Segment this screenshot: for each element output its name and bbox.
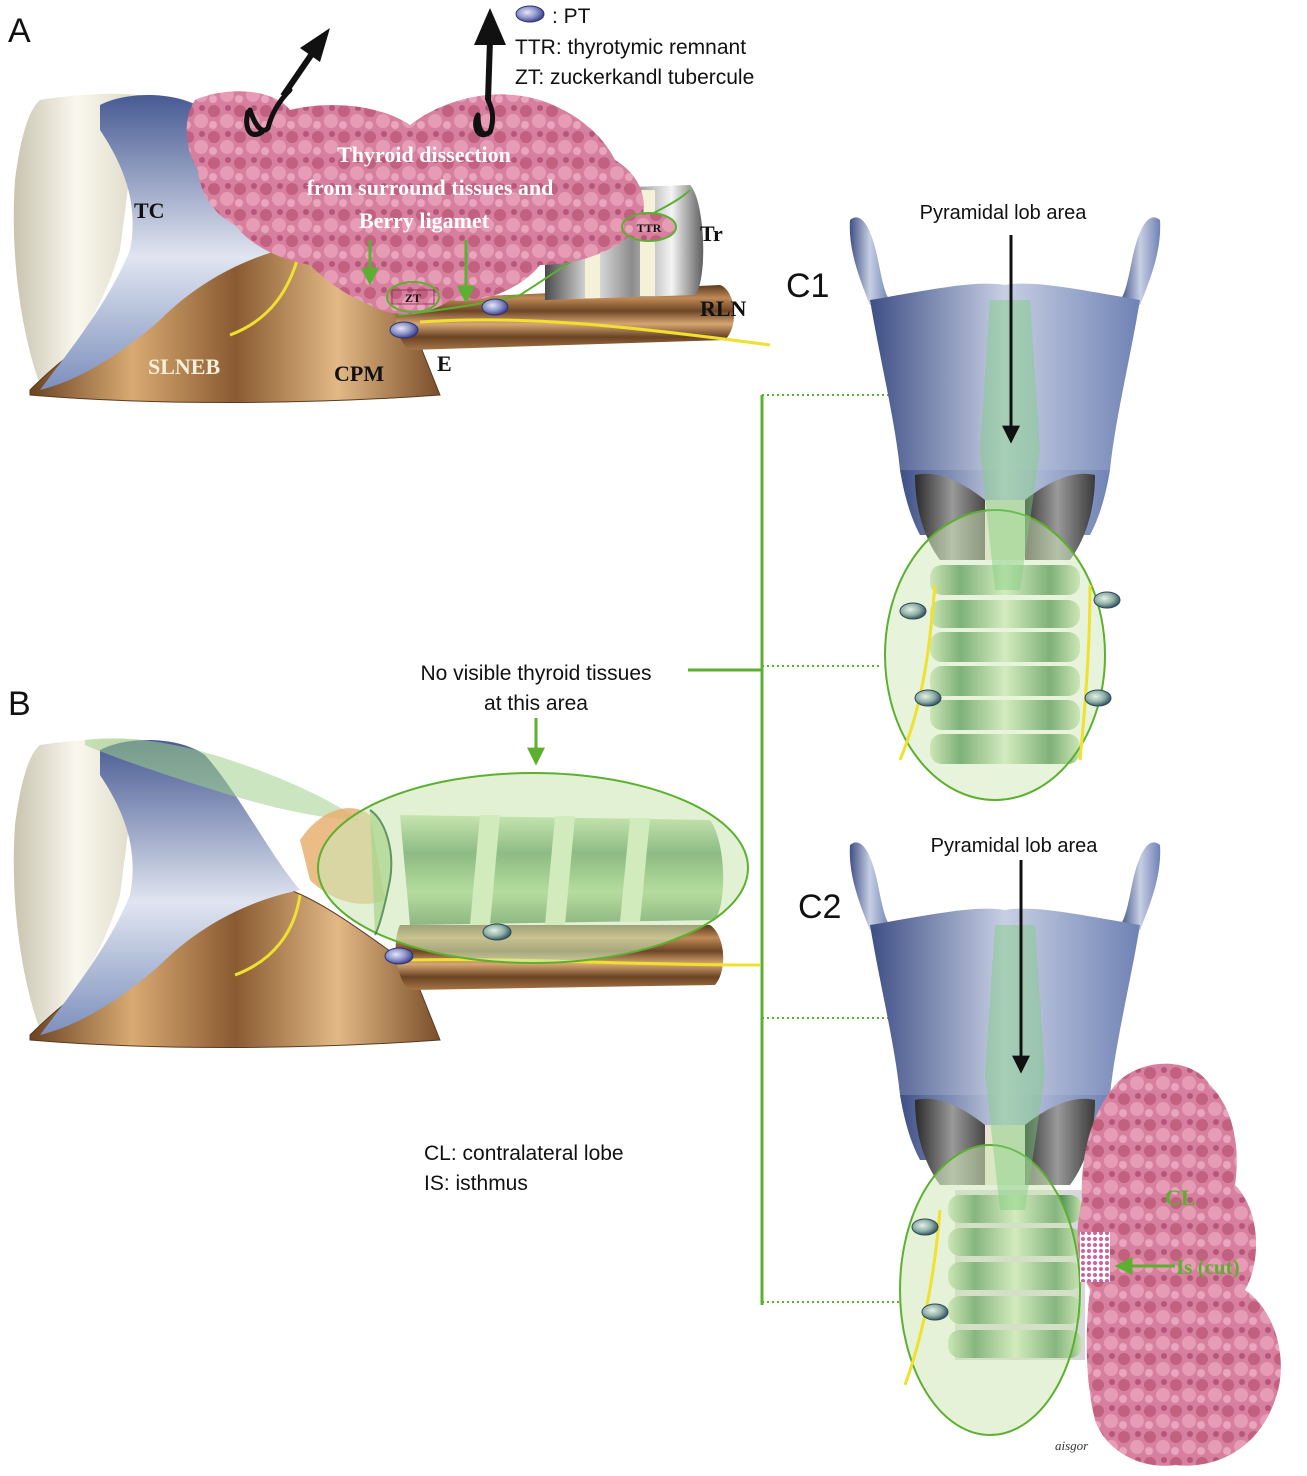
dissection-text-line2: from surround tissues and [307, 175, 554, 200]
legend-cl: CL: contralateral lobe [424, 1142, 624, 1165]
pyramidal-label-c1: Pyramidal lob area [920, 202, 1088, 224]
label-cpm: CPM [334, 361, 384, 386]
label-cl: CL [1165, 1185, 1196, 1210]
label-e: E [437, 351, 452, 376]
label-ttr: TTR [637, 221, 662, 235]
panel-label-a: A [8, 12, 31, 50]
label-tc: TC [134, 198, 165, 223]
panel-a [13, 5, 771, 403]
labels: A B C1 C2 : PT TTR: thyrotymic remnant Z… [8, 5, 1240, 1453]
legend-zt: ZT: zuckerkandl tubercule [515, 66, 754, 89]
panel-b [13, 718, 761, 1048]
panel-c2 [849, 842, 1281, 1466]
label-tr: Tr [700, 221, 723, 246]
panel-label-b: B [8, 685, 31, 723]
no-tissue-line1: No visible thyroid tissues [420, 662, 651, 685]
legend-ttr: TTR: thyrotymic remnant [515, 36, 746, 59]
no-tissue-line2: at this area [484, 692, 588, 715]
signature: aisgor [1055, 1438, 1089, 1453]
legend-is: IS: isthmus [424, 1172, 528, 1195]
panel-c1 [849, 217, 1161, 801]
pyramidal-label-c2: Pyramidal lob area [931, 835, 1099, 857]
panel-label-c1: C1 [786, 267, 829, 305]
dissection-text-line3: Berry ligamet [359, 208, 490, 233]
legend-pt: : PT [552, 5, 591, 28]
label-slneb: SLNEB [148, 354, 220, 379]
dissection-text-line1: Thyroid dissection [337, 142, 511, 167]
panel-label-c2: C2 [798, 888, 841, 926]
label-is-cut: Is (cut) [1176, 1255, 1240, 1279]
label-rln: RLN [700, 296, 747, 321]
label-zt: ZT [405, 291, 421, 305]
